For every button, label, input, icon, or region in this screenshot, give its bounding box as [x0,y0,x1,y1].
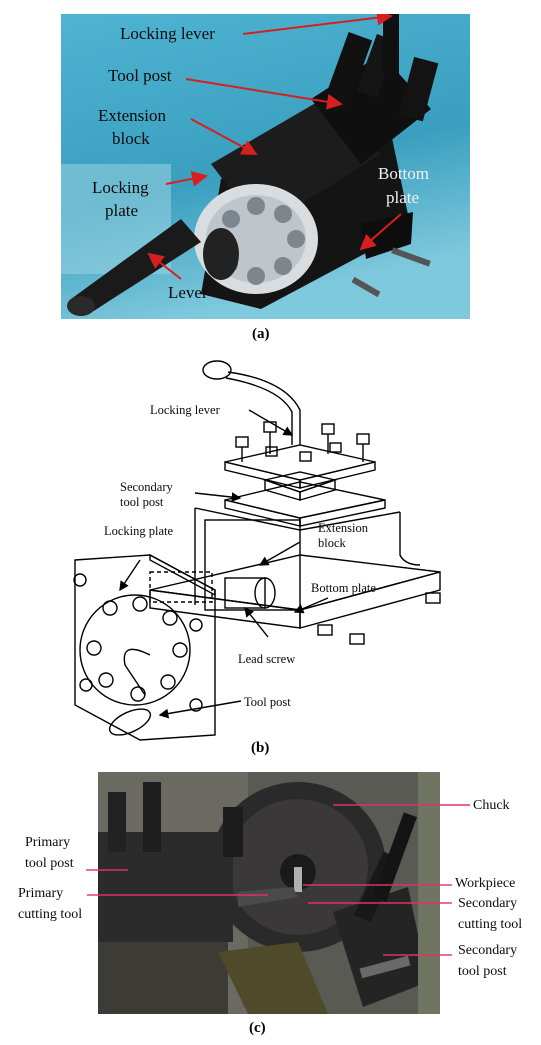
label-a-extension-block-line1: Extension [98,106,166,125]
caption-b: (b) [251,740,270,756]
label-c-workpiece: Workpiece [455,876,516,891]
label-a-locking-plate-line2: plate [105,201,139,220]
label-b-bottom-plate: Bottom plate [311,581,376,595]
label-b-tool-post: Tool post [244,695,291,709]
label-c-primary-cutting-tool-line2: cutting tool [18,907,83,922]
label-a-bottom-plate-line2: plate [386,188,420,207]
label-c-chuck: Chuck [473,798,510,813]
label-a-extension-block-line2: block [112,129,150,148]
label-a-tool-post: Tool post [108,66,172,85]
label-c-secondary-cutting-tool-line2: cutting tool [458,917,523,932]
label-b-secondary-tool-post-line2: tool post [120,495,164,509]
label-b-locking-plate: Locking plate [104,524,174,538]
photo-a-tool-post-assembly [61,14,470,319]
label-b-extension-block-line1: Extension [318,521,368,535]
panel-a: Locking lever Tool post Extension block … [0,0,541,350]
caption-c: (c) [249,1020,266,1036]
label-c-primary-tool-post-line1: Primary [25,835,71,850]
pointer-lines-c [86,804,470,956]
label-b-lead-screw: Lead screw [238,652,296,666]
drawing-b-line-sketch [73,360,441,741]
caption-a: (a) [252,326,270,342]
label-c-secondary-tool-post-line1: Secondary [458,943,518,958]
label-a-bottom-plate-line1: Bottom [378,164,430,183]
panel-c: Chuck Primary tool post Primary cutting … [0,760,541,1045]
panel-b: Locking lever Secondary tool post Extens… [0,350,541,760]
label-c-secondary-cutting-tool-line1: Secondary [458,896,518,911]
label-b-secondary-tool-post-line1: Secondary [120,480,173,494]
label-a-lever: Lever [168,283,208,302]
label-c-primary-cutting-tool-line1: Primary [18,886,64,901]
label-c-secondary-tool-post-line2: tool post [458,964,507,979]
photo-c-lathe-setup [98,772,440,1014]
label-a-locking-plate-line1: Locking [92,178,149,197]
label-b-extension-block-line2: block [318,536,346,550]
label-c-primary-tool-post-line2: tool post [25,856,74,871]
label-a-locking-lever: Locking lever [120,24,215,43]
label-b-locking-lever: Locking lever [150,403,220,417]
